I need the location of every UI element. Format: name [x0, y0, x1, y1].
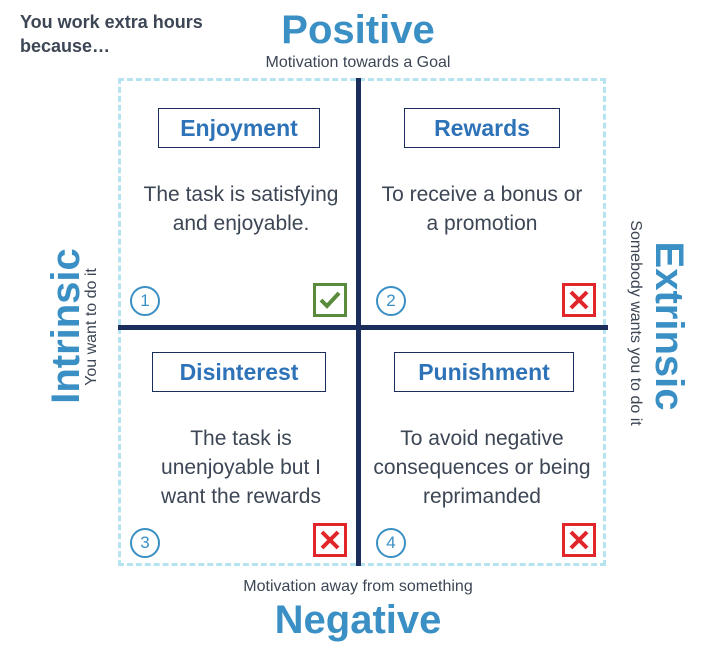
quadrant-2-number: 2 [376, 286, 406, 316]
axis-positive-sub: Motivation towards a Goal [265, 54, 451, 71]
quadrant-3-title: Disinterest [152, 352, 326, 392]
quadrant-1-description: The task is satisfying and enjoyable. [143, 183, 339, 235]
intro-text: You work extra hours because… [20, 12, 203, 56]
axis-extrinsic-label: Extrinsic [647, 241, 691, 411]
cross-icon [313, 523, 347, 557]
quadrant-4-description: To avoid negative consequences or being … [373, 427, 591, 508]
quadrant-2-description: To receive a bonus or a promotion [381, 183, 583, 235]
quadrant-3-number: 3 [130, 528, 160, 558]
diagram-frame [118, 78, 606, 566]
axis-intrinsic-label: Intrinsic [44, 248, 88, 404]
cross-icon [562, 283, 596, 317]
cross-icon [562, 523, 596, 557]
axis-intrinsic-sub: You want to do it [83, 268, 100, 386]
vertical-axis [356, 78, 361, 566]
horizontal-axis [118, 325, 608, 330]
axis-positive-label: Positive [281, 8, 435, 52]
axis-negative-sub: Motivation away from something [243, 578, 473, 595]
axis-negative-label: Negative [274, 598, 442, 642]
quadrant-4-title: Punishment [394, 352, 574, 392]
quadrant-1-title: Enjoyment [158, 108, 320, 148]
quadrant-2-title: Rewards [404, 108, 560, 148]
check-icon [313, 283, 347, 317]
quadrant-3-description: The task is unenjoyable but I want the r… [161, 427, 321, 508]
quadrant-1-number: 1 [130, 286, 160, 316]
quadrant-4-number: 4 [376, 528, 406, 558]
axis-extrinsic-sub: Somebody wants you to do it [627, 220, 644, 426]
